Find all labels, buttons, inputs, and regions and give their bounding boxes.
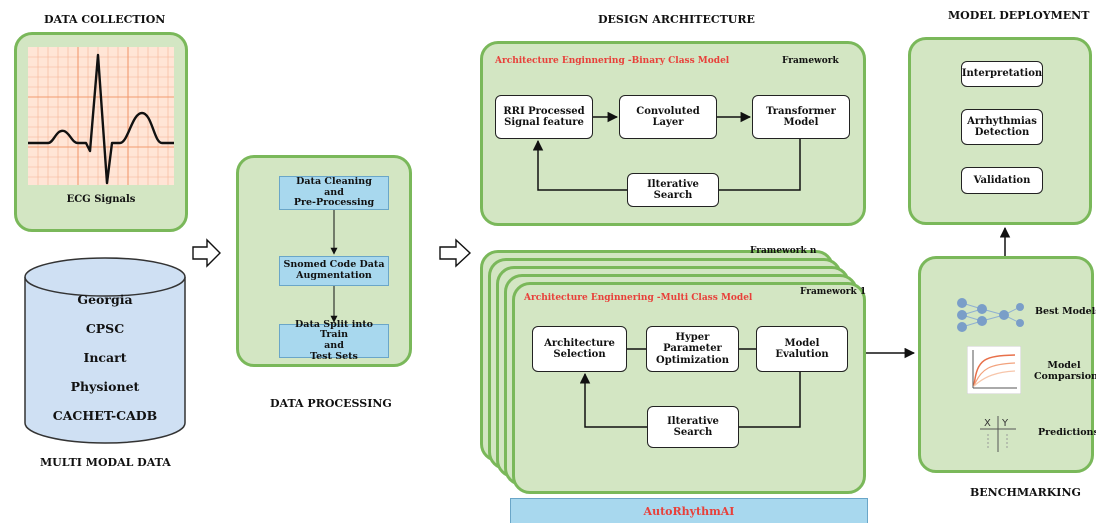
architecture-selection-node: Architecture Selection [532,326,627,372]
design-architecture-title: DESIGN ARCHITECTURE [598,13,755,26]
dataset-item: Incart [83,350,127,365]
dataset-item: CACHET-CADB [52,408,158,423]
data-cleaning-step: Data Cleaning and Pre-Processing [279,176,389,210]
data-processing-title: DATA PROCESSING [270,397,392,410]
binary-framework-label: Framework [782,56,839,66]
svg-text:Y: Y [1001,418,1009,429]
convoluted-layer-node: Convoluted Layer [619,95,717,139]
neural-network-icon [957,298,1024,332]
best-models-label: Best Models [1035,306,1096,317]
data-collection-title: DATA COLLECTION [44,13,166,26]
predictions-table-icon: X Y [980,416,1016,452]
dataset-item: Physionet [70,379,140,394]
interpretation-node: Interpretation [961,61,1043,87]
model-evaluation-node: Model Evalution [756,326,848,372]
model-comparison-label: Model Comparsion [1034,360,1096,382]
comparison-chart-icon [967,346,1021,394]
data-split-step: Data Split into Train and Test Sets [279,319,389,361]
multi-class-panel [512,282,866,494]
flow-arrow-icon [439,238,472,268]
rri-signal-node: RRI Processed Signal feature [495,95,593,139]
multi-class-heading: Architecture Enginnering -Multi Class Mo… [524,293,753,303]
autorhythmai-banner: AutoRhythmAI [510,498,868,523]
benchmarking-title: BENCHMARKING [970,486,1081,499]
dataset-item: Georgia [77,292,133,307]
autorhythmai-label: AutoRhythmAI [643,504,735,518]
validation-node: Validation [961,167,1043,194]
multi-modal-title: MULTI MODAL DATA [40,456,171,469]
ecg-signals-label: ECG Signals [66,194,136,205]
model-deployment-title: MODEL DEPLOYMENT [948,9,1090,22]
svg-text:X: X [984,418,991,429]
flow-arrow-icon [192,238,221,268]
hyper-parameter-node: Hyper Parameter Optimization [646,326,739,372]
transformer-model-node: Transformer Model [752,95,850,139]
ecg-chart [28,47,174,185]
dataset-list: Georgia CPSC Incart Physionet CACHET-CAD… [22,292,188,437]
ecg-waveform-icon [28,47,174,185]
framework-n-label: Framework n [750,246,817,256]
multi-iterative-search-node: Ilterative Search [647,406,739,448]
binary-iterative-search-node: Ilterative Search [627,173,719,207]
binary-class-heading: Architecture Enginnering -Binary Class M… [495,56,730,66]
ecg-panel: ECG Signals [14,32,188,232]
snomed-augmentation-step: Snomed Code Data Augmentation [279,256,389,286]
arrhythmias-detection-node: Arrhythmias Detection [961,109,1043,145]
framework-1-label: Framework 1 [800,287,867,297]
predictions-label: Predictions [1038,427,1096,438]
dataset-item: CPSC [85,321,125,336]
database-cylinder-icon [24,257,186,444]
